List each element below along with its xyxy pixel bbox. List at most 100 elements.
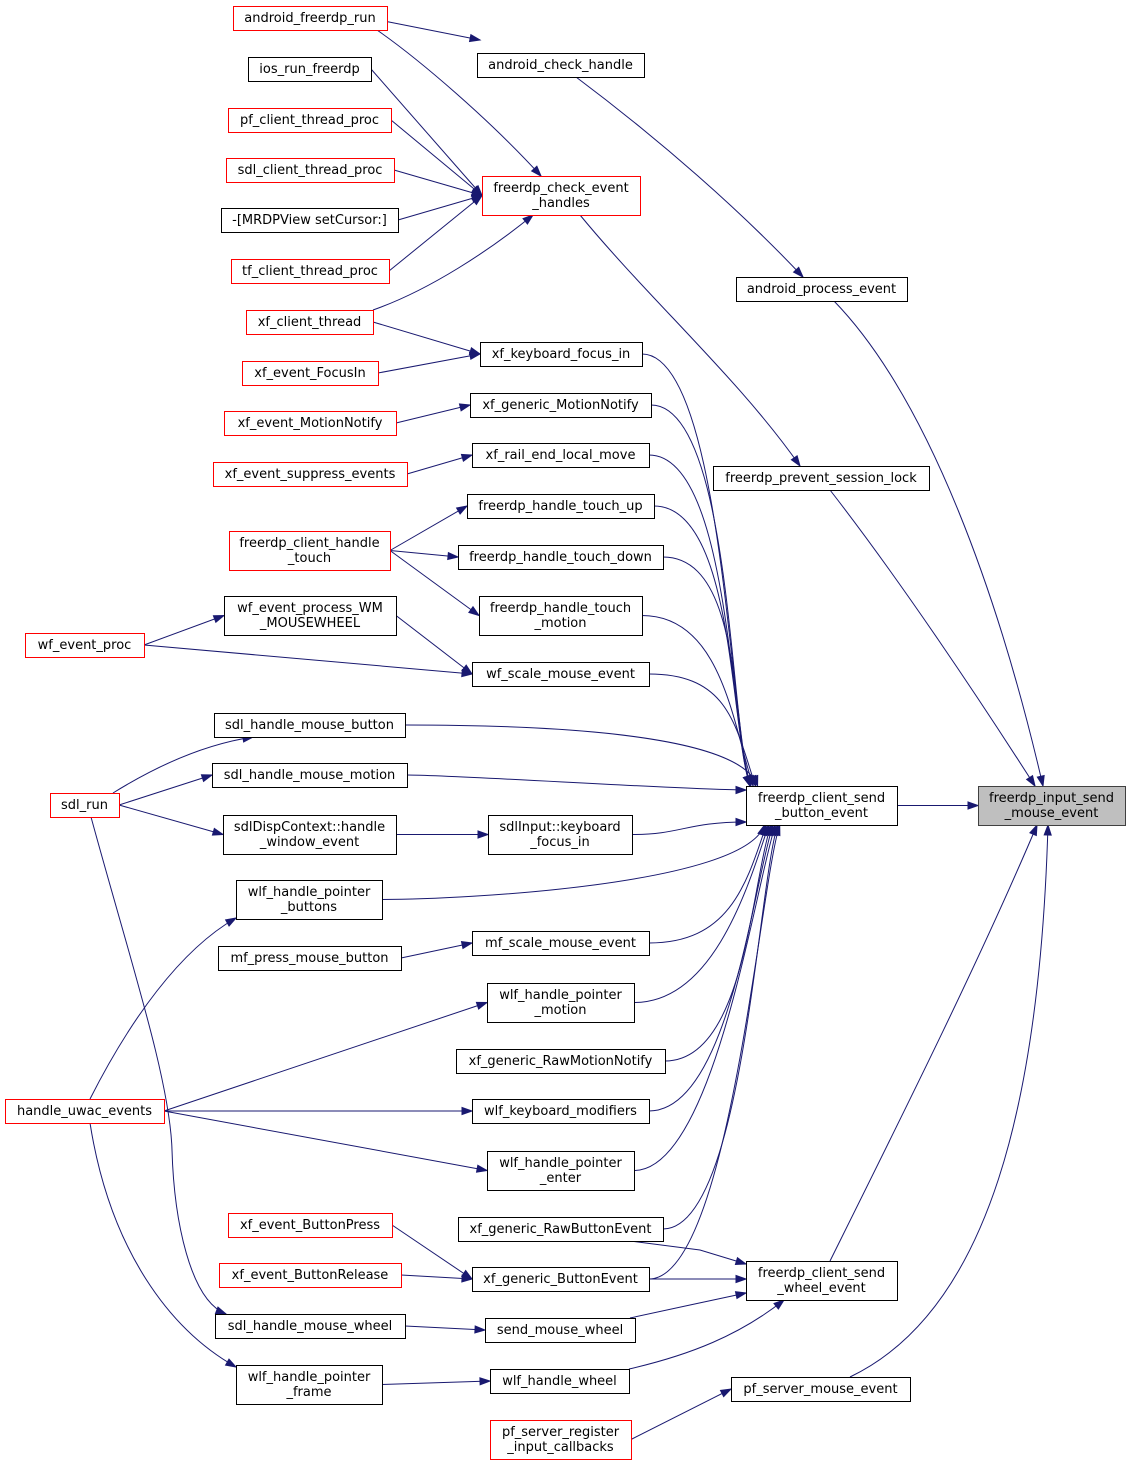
node-label: tf_client_thread_proc: [242, 264, 378, 279]
edge-line: [404, 1325, 486, 1331]
function-node-pf-thread[interactable]: pf_client_thread_proc: [228, 108, 392, 133]
call-edge: [630, 1388, 733, 1440]
function-node-xf-client-thread[interactable]: xf_client_thread: [246, 310, 374, 335]
function-node-wlf-buttons[interactable]: wlf_handle_pointer_buttons: [236, 880, 383, 920]
function-node-xf-generic-motion[interactable]: xf_generic_MotionNotify: [470, 393, 652, 418]
function-node-target[interactable]: freerdp_input_send_mouse_event: [978, 786, 1126, 826]
function-node-client-touch[interactable]: freerdp_client_handle_touch: [229, 531, 391, 571]
edge-line: [849, 824, 1049, 1378]
node-box: [485, 1318, 636, 1343]
node-label: sdlInput::keyboard: [499, 820, 620, 835]
function-node-xf-raw-button[interactable]: xf_generic_RawButtonEvent: [458, 1217, 664, 1242]
function-node-send-button[interactable]: freerdp_client_send_button_event: [746, 786, 898, 826]
call-edge: [118, 774, 214, 806]
function-node-wf-event-proc[interactable]: wf_event_proc: [25, 633, 145, 658]
function-node-xf-raw-motion[interactable]: xf_generic_RawMotionNotify: [456, 1049, 666, 1074]
node-label: _button_event: [774, 806, 868, 821]
function-node-xf-suppress[interactable]: xf_event_suppress_events: [213, 462, 408, 487]
arrowhead-icon: [790, 454, 801, 468]
function-node-mf-press[interactable]: mf_press_mouse_button: [218, 946, 402, 971]
call-edge: [649, 1274, 748, 1284]
function-node-mrdp[interactable]: -[MRDPView setCursor:]: [221, 208, 399, 233]
function-node-xf-btn-release[interactable]: xf_event_ButtonRelease: [219, 1263, 402, 1288]
function-node-touch-motion[interactable]: freerdp_handle_touch_motion: [479, 596, 643, 636]
node-box: [480, 342, 643, 367]
function-node-android-check[interactable]: android_check_handle: [477, 53, 645, 78]
function-node-tf-thread[interactable]: tf_client_thread_proc: [231, 259, 390, 284]
function-node-xf-event-focusin[interactable]: xf_event_FocusIn: [242, 361, 379, 386]
function-node-pf-register[interactable]: pf_server_register_input_callbacks: [490, 1420, 632, 1460]
node-box: [228, 1213, 393, 1238]
edge-line: [648, 824, 781, 1280]
function-node-xf-btn-press[interactable]: xf_event_ButtonPress: [228, 1213, 393, 1238]
edge-line: [372, 214, 534, 311]
function-node-wlf-kbd-mod[interactable]: wlf_keyboard_modifiers: [472, 1099, 650, 1124]
node-label: wf_event_proc: [38, 638, 132, 653]
edge-line: [630, 1388, 732, 1440]
function-node-pf-mouse[interactable]: pf_server_mouse_event: [731, 1377, 911, 1402]
arrowhead-icon: [1036, 774, 1045, 788]
call-edge: [849, 823, 1052, 1378]
function-node-xf-rail-end[interactable]: xf_rail_end_local_move: [472, 443, 650, 468]
function-node-wf-scale[interactable]: wf_scale_mouse_event: [472, 662, 650, 687]
function-node-prevent-lock[interactable]: freerdp_prevent_session_lock: [713, 466, 930, 491]
function-node-xf-generic-button[interactable]: xf_generic_ButtonEvent: [472, 1267, 650, 1292]
function-node-uwac[interactable]: handle_uwac_events: [5, 1099, 165, 1124]
edge-line: [648, 824, 774, 1112]
node-label: xf_event_FocusIn: [254, 366, 366, 381]
edge-line: [579, 214, 801, 467]
function-node-sdl-mouse-motion[interactable]: sdl_handle_mouse_motion: [212, 763, 408, 788]
call-edge: [400, 941, 474, 959]
node-label: ios_run_freerdp: [259, 62, 359, 77]
call-edge: [396, 830, 490, 839]
function-node-sdl-mouse-button[interactable]: sdl_handle_mouse_button: [214, 713, 406, 738]
node-box: [213, 462, 408, 487]
node-box: [212, 763, 408, 788]
edge-line: [664, 824, 772, 1062]
edge-line: [629, 1292, 747, 1319]
function-node-send-mouse-wheel[interactable]: send_mouse_wheel: [485, 1318, 636, 1343]
call-edge: [163, 1110, 489, 1173]
edge-line: [391, 1224, 473, 1280]
function-node-sdl-wheel[interactable]: sdl_handle_mouse_wheel: [215, 1314, 406, 1339]
function-node-send-wheel[interactable]: freerdp_client_send_wheel_event: [746, 1261, 898, 1301]
arrowhead-icon: [468, 351, 482, 361]
function-node-wlf-frame[interactable]: wlf_handle_pointer_frame: [236, 1365, 383, 1405]
edge-line: [163, 1110, 488, 1171]
function-node-android-process[interactable]: android_process_event: [736, 277, 908, 302]
edge-line: [633, 824, 770, 1003]
function-node-sdl-input-focus[interactable]: sdlInput::keyboard_focus_in: [488, 815, 633, 855]
function-node-sdl-thread[interactable]: sdl_client_thread_proc: [226, 158, 395, 183]
call-edge: [90, 816, 228, 1315]
arrowhead-icon: [212, 614, 226, 624]
function-node-wlf-motion[interactable]: wlf_handle_pointer_motion: [487, 983, 635, 1023]
function-node-touch-down[interactable]: freerdp_handle_touch_down: [458, 545, 664, 570]
arrowhead-icon: [474, 1325, 487, 1334]
node-label: pf_server_register: [502, 1425, 620, 1440]
arrowhead-icon: [461, 664, 474, 675]
function-node-sdl-disp[interactable]: sdlDispContext::handle_window_event: [223, 815, 397, 855]
edge-line: [631, 821, 747, 835]
node-label: pf_client_thread_proc: [240, 113, 379, 128]
function-node-wf-wm-wheel[interactable]: wf_event_process_WM_MOUSEWHEEL: [224, 596, 397, 636]
function-node-check-handles[interactable]: freerdp_check_event_handles: [482, 176, 641, 216]
function-node-ios-run[interactable]: ios_run_freerdp: [248, 57, 372, 82]
node-label: xf_keyboard_focus_in: [492, 347, 631, 362]
node-box: [477, 53, 645, 78]
function-node-xf-event-motion[interactable]: xf_event_MotionNotify: [224, 411, 397, 436]
node-label: sdl_handle_mouse_button: [225, 718, 394, 733]
function-node-wlf-wheel[interactable]: wlf_handle_wheel: [490, 1369, 630, 1394]
node-label: wlf_handle_pointer: [248, 1370, 371, 1385]
function-node-mf-scale[interactable]: mf_scale_mouse_event: [472, 931, 650, 956]
edge-line: [629, 1240, 747, 1265]
call-edge: [829, 489, 1036, 788]
call-edge: [89, 917, 238, 1100]
function-node-sdl-run[interactable]: sdl_run: [50, 793, 120, 818]
function-node-touch-up[interactable]: freerdp_handle_touch_up: [467, 494, 655, 519]
node-label: _frame: [285, 1385, 331, 1400]
function-node-wlf-enter[interactable]: wlf_handle_pointer_enter: [487, 1151, 635, 1191]
call-edge: [395, 615, 474, 675]
call-edge: [648, 823, 767, 944]
function-node-android-run[interactable]: android_freerdp_run: [233, 6, 388, 31]
function-node-xf-focus-in[interactable]: xf_keyboard_focus_in: [480, 342, 643, 367]
